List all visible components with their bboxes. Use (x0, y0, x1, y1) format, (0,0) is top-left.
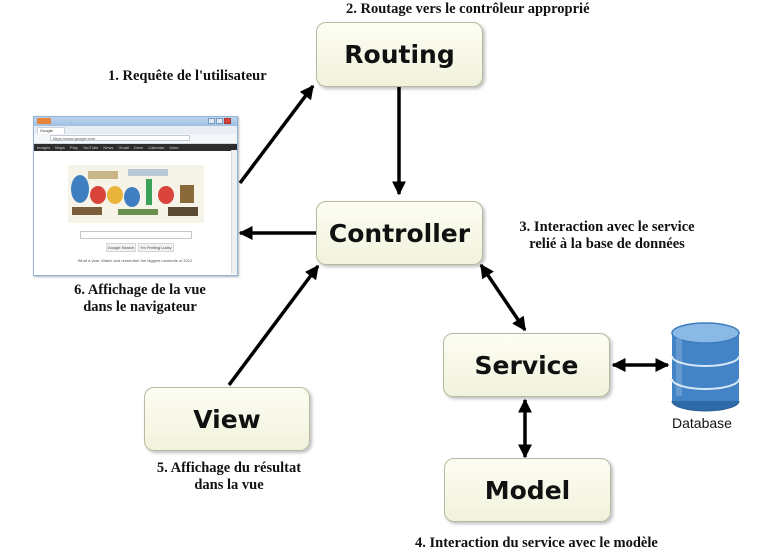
model-box: Model (444, 458, 611, 522)
nav-item: News (103, 145, 114, 150)
arrow-request (238, 84, 315, 185)
nav-item: Maps (55, 145, 65, 150)
nav-item: Drive (133, 145, 144, 150)
nav-item: Calendar (148, 145, 165, 150)
browser-search-box (80, 231, 192, 239)
browser-tab: Google (37, 127, 65, 134)
browser-addressbar: https://www.google.com (34, 134, 237, 144)
browser-scrollbar (231, 150, 237, 274)
arrow-view-controller (227, 264, 320, 387)
google-doodle-image (68, 165, 204, 223)
browser-tabstrip: Google (34, 126, 237, 134)
nav-item: Images (37, 145, 51, 150)
view-box: View (144, 387, 310, 451)
database-cylinder-icon (671, 322, 740, 412)
step4-label: 4. Interaction du service avec le modèle (415, 535, 658, 551)
browser-page: Google Search I'm Feeling Lucky What a y… (34, 151, 237, 275)
browser-screenshot: Google https://www.google.com Images Maps… (33, 116, 238, 276)
step1-label: 1. Requête de l'utilisateur (108, 68, 267, 84)
nav-item: YouTube (82, 145, 99, 150)
nav-item: Play (69, 145, 78, 150)
routing-box: Routing (316, 22, 483, 87)
close-icon (224, 118, 231, 124)
controller-box: Controller (316, 201, 483, 265)
google-search-button: Google Search (106, 243, 136, 252)
browser-titlebar (34, 117, 237, 126)
step3-label: 3. Interaction avec le service relié à l… (497, 219, 717, 253)
model-label: Model (484, 475, 571, 505)
step2-label: 2. Routage vers le contrôleur approprié (346, 1, 590, 17)
routing-label: Routing (344, 40, 455, 69)
step5-line1: 5. Affichage du résultat (156, 460, 302, 476)
browser-url: https://www.google.com (50, 135, 190, 141)
step6-line1: 6. Affichage de la vue (74, 282, 206, 298)
view-label: View (193, 404, 261, 434)
step3-line2: relié à la base de données (529, 236, 685, 252)
browser-menu-icon (37, 118, 51, 124)
maximize-icon (216, 118, 223, 124)
browser-footer: What a year. Watch and remember the bigg… (77, 258, 194, 263)
service-label: Service (474, 350, 579, 380)
step5-label: 5. Affichage du résultat dans la vue (134, 460, 324, 494)
step6-label: 6. Affichage de la vue dans le navigateu… (50, 282, 230, 316)
nav-item: More (169, 145, 179, 150)
browser-nav: Images Maps Play YouTube News Gmail Drive Calen… (34, 144, 237, 151)
step5-line2: dans la vue (194, 477, 264, 493)
step3-line1: 3. Interaction avec le service (519, 219, 695, 235)
controller-label: Controller (328, 218, 471, 248)
database-label: Database (672, 415, 732, 431)
minimize-icon (208, 118, 215, 124)
step6-line2: dans le navigateur (83, 299, 197, 315)
service-box: Service (443, 333, 610, 397)
nav-item: Gmail (118, 145, 129, 150)
arrow-controller-service (479, 263, 527, 332)
feeling-lucky-button: I'm Feeling Lucky (138, 243, 174, 252)
